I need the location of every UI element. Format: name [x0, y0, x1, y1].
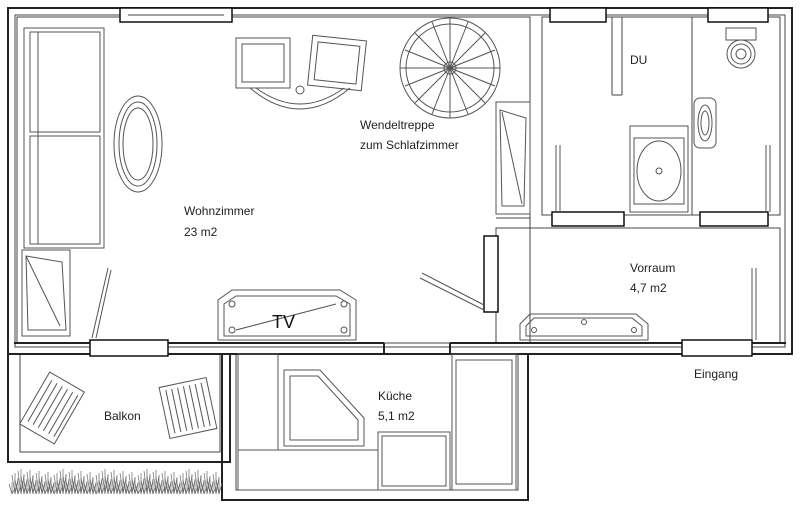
plant-tuft: [23, 479, 31, 495]
kitchen-counter-bottom: [237, 449, 379, 491]
armchair-left: [21, 249, 71, 337]
plant-tuft: [41, 481, 49, 495]
window-shower-top: [549, 7, 607, 23]
plant-tuft: [107, 479, 115, 495]
plant-tuft: [140, 478, 148, 495]
kitchen-outline: [221, 354, 529, 501]
tv-cabinet: [217, 289, 357, 341]
kitchen-cabinet-inner: [455, 359, 513, 485]
hall-name: Vorraum: [630, 261, 675, 275]
plant-tuft: [158, 480, 166, 495]
door-living-leaf: [419, 277, 485, 311]
shower-room-outline: [541, 16, 693, 216]
oval-coffee-table: [113, 95, 163, 193]
deck-chair-left: [18, 371, 86, 445]
plant-tuft: [98, 478, 106, 495]
kitchen-cabinet-tall: [451, 353, 517, 491]
bathroom-fixtures: [629, 27, 757, 213]
shower-basin: [629, 125, 689, 213]
window-wc-top: [707, 7, 769, 23]
plant-tuft: [191, 479, 199, 495]
kitchen-area: 5,1 m2: [378, 409, 415, 423]
deck-chair-right: [158, 376, 218, 440]
living-room-name: Wohnzimmer: [184, 204, 254, 218]
plant-tuft: [182, 478, 190, 495]
outer-walls: [7, 7, 793, 501]
balcony-furniture: [8, 371, 223, 495]
plant-tuft: [83, 481, 91, 495]
shower-room-name: DU: [630, 53, 647, 67]
planting-strip: [8, 469, 223, 495]
door-entrance-frame: [681, 339, 753, 357]
door-living-hall-frame: [483, 235, 499, 313]
living-room-area: 23 m2: [184, 225, 218, 239]
plant-tuft: [56, 478, 64, 495]
kitchen-stove: [377, 431, 451, 491]
sofa: [23, 27, 105, 249]
plant-tuft: [149, 479, 157, 495]
plant-tuft: [32, 480, 40, 495]
plant-tuft: [215, 477, 223, 495]
balcony-name: Balkon: [104, 409, 141, 423]
balcony-outline: [7, 353, 231, 463]
dining-chairs: [235, 34, 368, 110]
corner-table: [283, 369, 365, 447]
plant-tuft: [167, 481, 175, 495]
hall-area: 4,7 m2: [630, 281, 667, 295]
kitchen-name: Küche: [378, 389, 412, 403]
plant-tuft: [74, 480, 82, 495]
plant-tuft: [209, 481, 217, 495]
outer-wall-inner-line: [14, 14, 786, 348]
door-wc-frame: [699, 211, 769, 227]
wc-room-outline: [691, 16, 781, 216]
balcony-inner-line: [19, 353, 221, 453]
plant-tuft: [200, 480, 208, 495]
tv-label: TV: [272, 312, 295, 332]
washbasin: [693, 97, 717, 149]
entrance-label: Eingang: [694, 367, 738, 381]
interior-walls: [14, 16, 786, 355]
plant-tuft: [14, 478, 22, 495]
plant-tuft: [116, 480, 124, 495]
spiral-staircase: [399, 17, 501, 119]
staircase-label-line2: zum Schlafzimmer: [360, 138, 459, 152]
kitchen-furniture: [237, 353, 517, 491]
door-shower-frame: [551, 211, 625, 227]
kitchen-counter-left: [237, 353, 279, 451]
door-swings: [91, 145, 771, 340]
hall-furniture: [519, 313, 649, 341]
toilet: [725, 27, 757, 69]
kitchen-stove-inner: [381, 435, 447, 487]
outer-wall-main: [7, 7, 793, 355]
room-labels: Wohnzimmer 23 m2 Wendeltreppe zum Schlaf…: [104, 53, 738, 423]
door-living-leaf-2: [421, 272, 485, 306]
door-balcony-leaf: [91, 267, 109, 339]
staircase-label-line1: Wendeltreppe: [360, 118, 435, 132]
windows: [89, 7, 769, 357]
door-balcony-leaf-2: [95, 269, 112, 339]
armchair-right: [495, 101, 531, 215]
window-balcony-door: [89, 339, 169, 357]
plant-tuft: [65, 479, 73, 495]
hall-bench: [519, 313, 649, 341]
living-furniture: [21, 17, 531, 341]
plant-tuft: [125, 481, 133, 495]
